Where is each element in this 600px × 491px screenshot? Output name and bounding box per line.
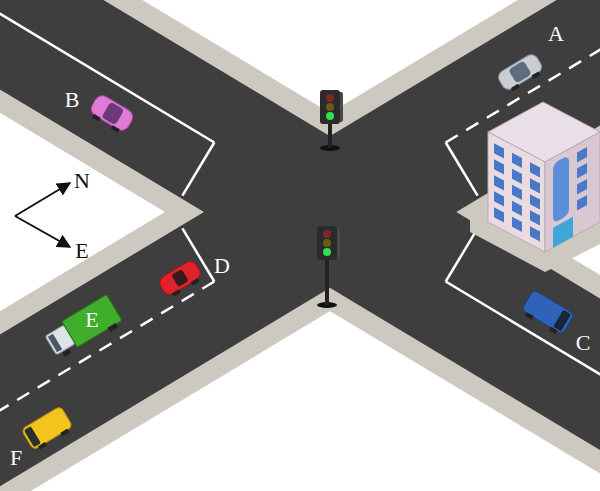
car-label: F — [10, 447, 22, 469]
green-lamp — [326, 112, 334, 120]
wheel — [191, 278, 200, 286]
stop-line — [182, 143, 214, 196]
building-face — [488, 132, 545, 252]
yellow-lamp — [323, 239, 331, 247]
window — [530, 194, 540, 209]
red-lamp — [323, 230, 331, 238]
truck-label: E — [85, 309, 98, 331]
window — [530, 178, 540, 193]
window — [494, 191, 504, 206]
lane-line — [0, 0, 214, 143]
van-glass — [553, 310, 571, 332]
window — [512, 201, 522, 216]
car-label: A — [548, 23, 564, 45]
van-glass — [24, 426, 41, 447]
car-glass — [508, 61, 532, 84]
car-body — [157, 259, 203, 298]
car-body — [88, 93, 135, 133]
light-housing — [317, 226, 337, 260]
building — [470, 102, 600, 272]
car-label: C — [576, 332, 591, 354]
building-wall — [545, 132, 600, 252]
building-wall — [488, 132, 545, 252]
window — [577, 179, 587, 194]
car-label: D — [214, 255, 230, 277]
sidewalk — [0, 0, 600, 444]
window — [494, 175, 504, 190]
window — [512, 153, 522, 168]
window — [530, 162, 540, 177]
wheel — [108, 323, 118, 332]
glass-tower — [553, 155, 569, 224]
van — [520, 289, 575, 337]
wheel — [549, 327, 558, 335]
wheel — [172, 289, 181, 297]
window — [512, 185, 522, 200]
dashed-lane-line — [0, 282, 214, 444]
wheel — [62, 349, 71, 357]
wheel — [111, 125, 120, 133]
traffic-light — [320, 90, 343, 151]
van-body — [21, 406, 73, 450]
car-glass — [101, 102, 124, 126]
wheel — [511, 84, 520, 92]
window — [494, 207, 504, 222]
window — [577, 195, 587, 210]
green-lamp — [323, 248, 331, 256]
wheel — [60, 429, 69, 437]
truck — [43, 295, 124, 362]
car — [496, 52, 546, 94]
stop-line — [446, 228, 478, 281]
window — [512, 217, 522, 232]
wheel — [525, 312, 534, 320]
compass-label: E — [75, 240, 88, 262]
entrance — [553, 217, 573, 248]
truck-box — [62, 295, 122, 347]
car — [87, 93, 136, 136]
van — [21, 406, 74, 453]
window — [577, 147, 587, 162]
car-label: B — [65, 89, 80, 111]
lane-line — [446, 282, 600, 444]
compass-arrow — [15, 216, 70, 247]
car — [157, 259, 205, 300]
car-seats — [171, 269, 188, 287]
window — [530, 226, 540, 241]
van-body — [521, 289, 575, 334]
light-housing — [320, 90, 340, 124]
stop-line — [446, 143, 478, 196]
road — [0, 0, 600, 444]
window — [577, 163, 587, 178]
wheel — [92, 114, 101, 122]
car-body — [496, 52, 544, 92]
window — [530, 210, 540, 225]
compass-label: N — [74, 170, 90, 192]
truck-glass — [48, 334, 62, 353]
road — [0, 0, 600, 444]
wheel — [531, 71, 540, 79]
window — [494, 159, 504, 174]
red-lamp — [326, 94, 334, 102]
wheel — [38, 442, 47, 450]
window — [512, 169, 522, 184]
compass-arrow — [15, 183, 70, 216]
window — [494, 143, 504, 158]
building-face — [545, 132, 600, 252]
light-pole — [325, 258, 329, 305]
yellow-lamp — [326, 103, 334, 111]
traffic-light — [317, 226, 340, 308]
sidewalk — [0, 0, 600, 444]
